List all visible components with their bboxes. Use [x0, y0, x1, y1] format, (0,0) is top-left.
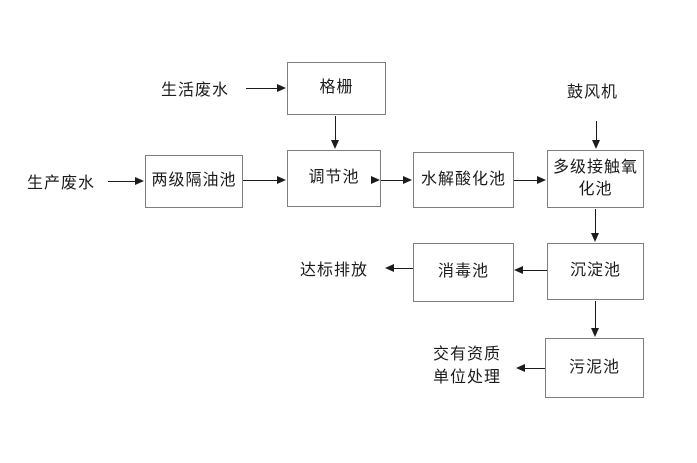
edge-hydrolysis-to-oxidation-line [514, 180, 538, 181]
edge-oxidation-to-sedimentation-arrowhead-icon [591, 233, 599, 242]
edge-sludge-to-disposal-arrowhead-icon [516, 364, 525, 372]
node-sedimentation-tank: 沉淀池 [547, 243, 644, 300]
edge-sedimentation-to-disinfection-arrowhead-icon [514, 266, 523, 274]
label-qualified-unit-disposal: 交有资质 单位处理 [433, 346, 502, 387]
edge-regulating-to-hydrolysis-arrowhead-icon [403, 176, 412, 184]
label-standard-discharge: 达标排放 [300, 262, 369, 279]
node-sludge-tank-label: 污泥池 [568, 358, 620, 376]
node-two-stage-oil-separation-tank-label: 两级隔油池 [151, 172, 237, 190]
label-blower: 鼓风机 [567, 84, 619, 101]
edge-sedimentation-to-sludge-arrowhead-icon [591, 328, 599, 337]
edge-hydrolysis-to-oxidation-arrowhead-icon [537, 176, 546, 184]
edge-oilseparator-to-regulating-line [243, 180, 278, 181]
edge-grid-to-regulating-arrowhead-icon [331, 140, 339, 149]
edge-blower-to-oxidation-line [596, 121, 597, 141]
edge-sedimentation-to-disinfection-line [523, 270, 547, 271]
edge-disinfection-to-discharge-line [394, 268, 413, 269]
node-grid-screen-label: 格栅 [319, 79, 354, 97]
label-domestic-wastewater: 生活废水 [161, 82, 230, 99]
edge-production-to-oilseparator-line [108, 181, 136, 182]
node-multi-stage-contact-oxidation-tank-label: 多级接触氧化池 [552, 158, 638, 198]
node-regulating-tank: 调节池 [287, 150, 381, 207]
edge-domestic-to-grid-line [246, 88, 278, 89]
edge-sludge-to-disposal-line [525, 368, 545, 369]
edge-regulating-to-hydrolysis-line [381, 180, 404, 181]
edge-oxidation-to-sedimentation-line [595, 209, 596, 234]
node-two-stage-oil-separation-tank: 两级隔油池 [145, 155, 243, 208]
node-multi-stage-contact-oxidation-tank: 多级接触氧化池 [547, 150, 644, 208]
label-production-wastewater: 生产废水 [27, 175, 96, 192]
edge-domestic-to-grid-arrowhead-icon [277, 84, 286, 92]
edge-sedimentation-to-sludge-line [595, 301, 596, 329]
node-sedimentation-tank-label: 沉淀池 [569, 262, 621, 280]
node-regulating-tank-label: 调节池 [308, 169, 360, 187]
edge-blower-to-oxidation-arrowhead-icon [592, 140, 600, 149]
node-sludge-tank: 污泥池 [545, 338, 644, 398]
node-grid-screen: 格栅 [287, 62, 386, 115]
node-hydrolysis-acidification-tank: 水解酸化池 [413, 152, 514, 208]
edge-production-to-oilseparator-arrowhead-icon [135, 177, 144, 185]
node-disinfection-tank-label: 消毒池 [437, 263, 489, 281]
node-disinfection-tank: 消毒池 [413, 243, 514, 302]
edge-oilseparator-to-regulating-arrowhead-icon [277, 176, 286, 184]
edge-grid-to-regulating-line [335, 116, 336, 141]
node-hydrolysis-acidification-tank-label: 水解酸化池 [420, 170, 506, 188]
edge-regulating-inner-arrowhead-icon [371, 176, 380, 184]
edge-disinfection-to-discharge-arrowhead-icon [385, 264, 394, 272]
